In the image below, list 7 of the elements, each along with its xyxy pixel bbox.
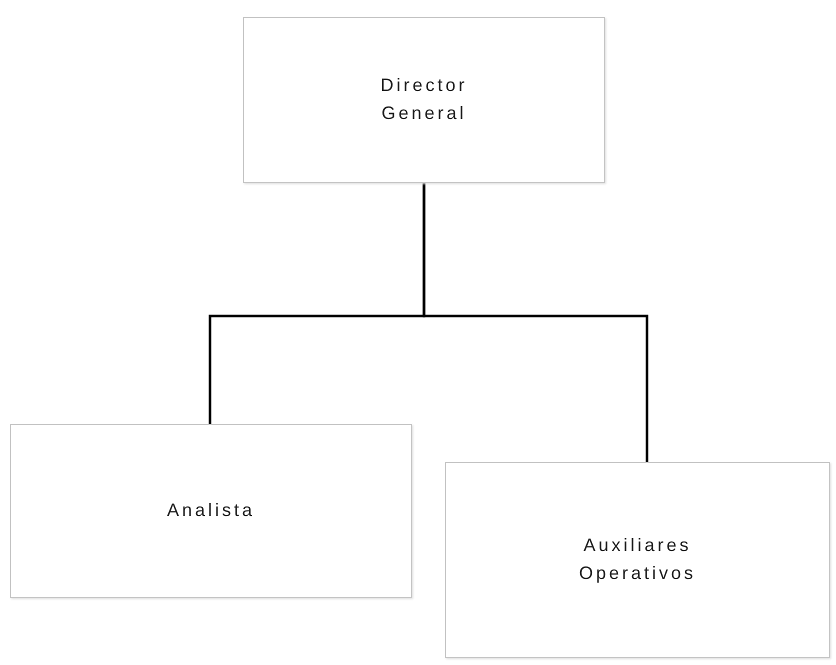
position-title: Director General [379, 74, 468, 125]
position-title: Auxiliares Operativos [578, 534, 698, 585]
position-box [243, 17, 605, 183]
position-box [10, 424, 412, 598]
connector-line [422, 183, 648, 462]
position-title: Analista [166, 499, 256, 522]
position-box [445, 462, 830, 658]
